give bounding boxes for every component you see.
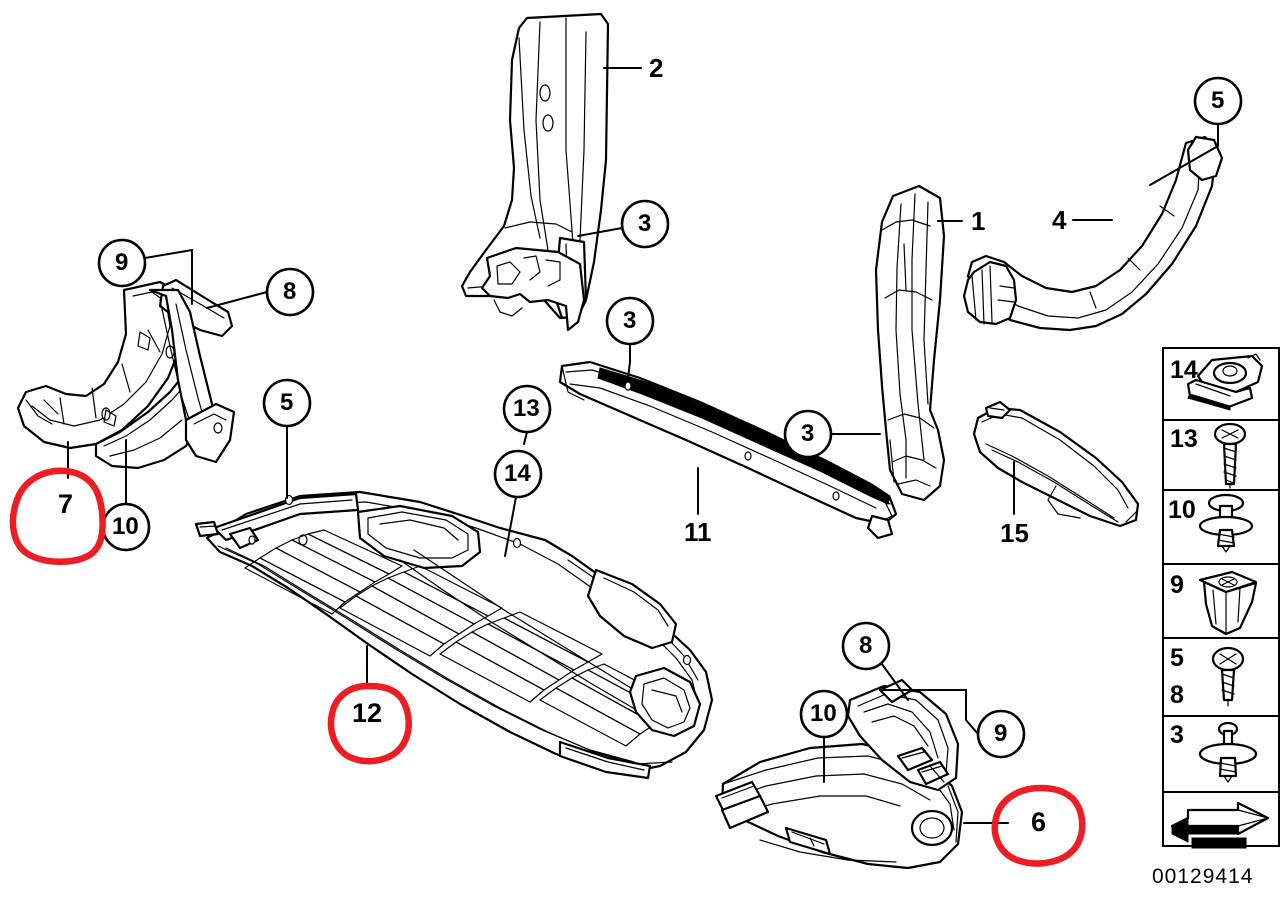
callout-circle-10-right bbox=[799, 689, 849, 739]
callout-circle-9-right bbox=[976, 709, 1026, 759]
legend-number-9: 9 bbox=[1170, 571, 1184, 599]
callout-label-11: 11 bbox=[684, 517, 712, 547]
callout-label-13: 13 bbox=[513, 395, 540, 422]
callout-circle-3-a bbox=[620, 199, 670, 249]
callout-label-8-left: 8 bbox=[283, 278, 297, 305]
callout-label-4: 4 bbox=[1052, 205, 1067, 235]
part-15-wedge-bracket bbox=[972, 400, 1140, 528]
part-11-radiator-seal-strip bbox=[558, 360, 898, 540]
callout-label-14: 14 bbox=[504, 460, 531, 487]
expanding-rivet-icon bbox=[1198, 721, 1258, 783]
callout-label-15: 15 bbox=[1000, 518, 1029, 548]
callout-label-3-a: 3 bbox=[638, 210, 652, 237]
callout-label-12: 12 bbox=[352, 698, 383, 728]
callout-circle-8-left bbox=[265, 267, 315, 317]
red-highlight-rings bbox=[9, 467, 1086, 867]
callout-circle-5-top-right bbox=[1193, 76, 1243, 126]
callout-label-7: 7 bbox=[58, 489, 74, 519]
callout-circles bbox=[97, 76, 1243, 759]
part-7-left-air-duct-assembly bbox=[16, 278, 236, 470]
callout-circle-8-right bbox=[841, 621, 891, 671]
legend-number-14: 14 bbox=[1170, 356, 1198, 384]
part-12-engine-undertray bbox=[194, 490, 714, 780]
callout-circle-9-left bbox=[97, 238, 147, 288]
push-rivet-icon bbox=[1198, 493, 1254, 553]
callout-label-10-left: 10 bbox=[112, 513, 139, 540]
red-ring-12 bbox=[327, 682, 412, 765]
square-grommet-icon bbox=[1198, 570, 1258, 636]
screw-short-icon bbox=[1211, 646, 1245, 707]
callout-label-10-right: 10 bbox=[810, 700, 837, 727]
legend-number-8: 8 bbox=[1170, 681, 1184, 709]
arrow-direction-icon bbox=[1170, 801, 1270, 849]
legend-number-5: 5 bbox=[1170, 644, 1184, 672]
leader-lines bbox=[67, 67, 1219, 824]
part-2-lower-shroud bbox=[480, 246, 586, 332]
callout-circle-5-left bbox=[262, 378, 312, 428]
callout-label-2: 2 bbox=[649, 53, 664, 83]
callout-label-3-b: 3 bbox=[623, 307, 637, 334]
legend-number-3: 3 bbox=[1170, 721, 1184, 749]
part-6-right-air-duct-assembly bbox=[714, 678, 964, 870]
part-1-right-wheelhouse-shield bbox=[874, 184, 946, 502]
red-ring-7 bbox=[9, 467, 106, 565]
callout-circle-13 bbox=[502, 384, 552, 434]
legend-number-13: 13 bbox=[1170, 425, 1198, 453]
screw-long-icon bbox=[1213, 422, 1247, 489]
part-4-curved-air-duct bbox=[962, 135, 1224, 332]
callout-label-3-c: 3 bbox=[801, 420, 815, 447]
callout-label-8-right: 8 bbox=[859, 632, 873, 659]
callout-label-9-left: 9 bbox=[115, 249, 129, 276]
legend-panel bbox=[1162, 347, 1280, 849]
callout-label-9-right: 9 bbox=[994, 720, 1008, 747]
callout-label-5-left: 5 bbox=[280, 389, 294, 416]
legend-number-10: 10 bbox=[1168, 496, 1196, 524]
clip-nut-icon bbox=[1186, 353, 1264, 411]
callout-circle-3-c bbox=[783, 409, 833, 459]
callout-circle-3-b bbox=[605, 296, 655, 346]
callout-label-6: 6 bbox=[1031, 807, 1047, 837]
diagram-id-label: 00129414 bbox=[1152, 865, 1254, 888]
callout-circle-14 bbox=[493, 449, 543, 499]
callout-label-1: 1 bbox=[971, 206, 986, 236]
red-ring-6 bbox=[991, 784, 1086, 867]
callout-label-5-top-right: 5 bbox=[1211, 87, 1225, 114]
